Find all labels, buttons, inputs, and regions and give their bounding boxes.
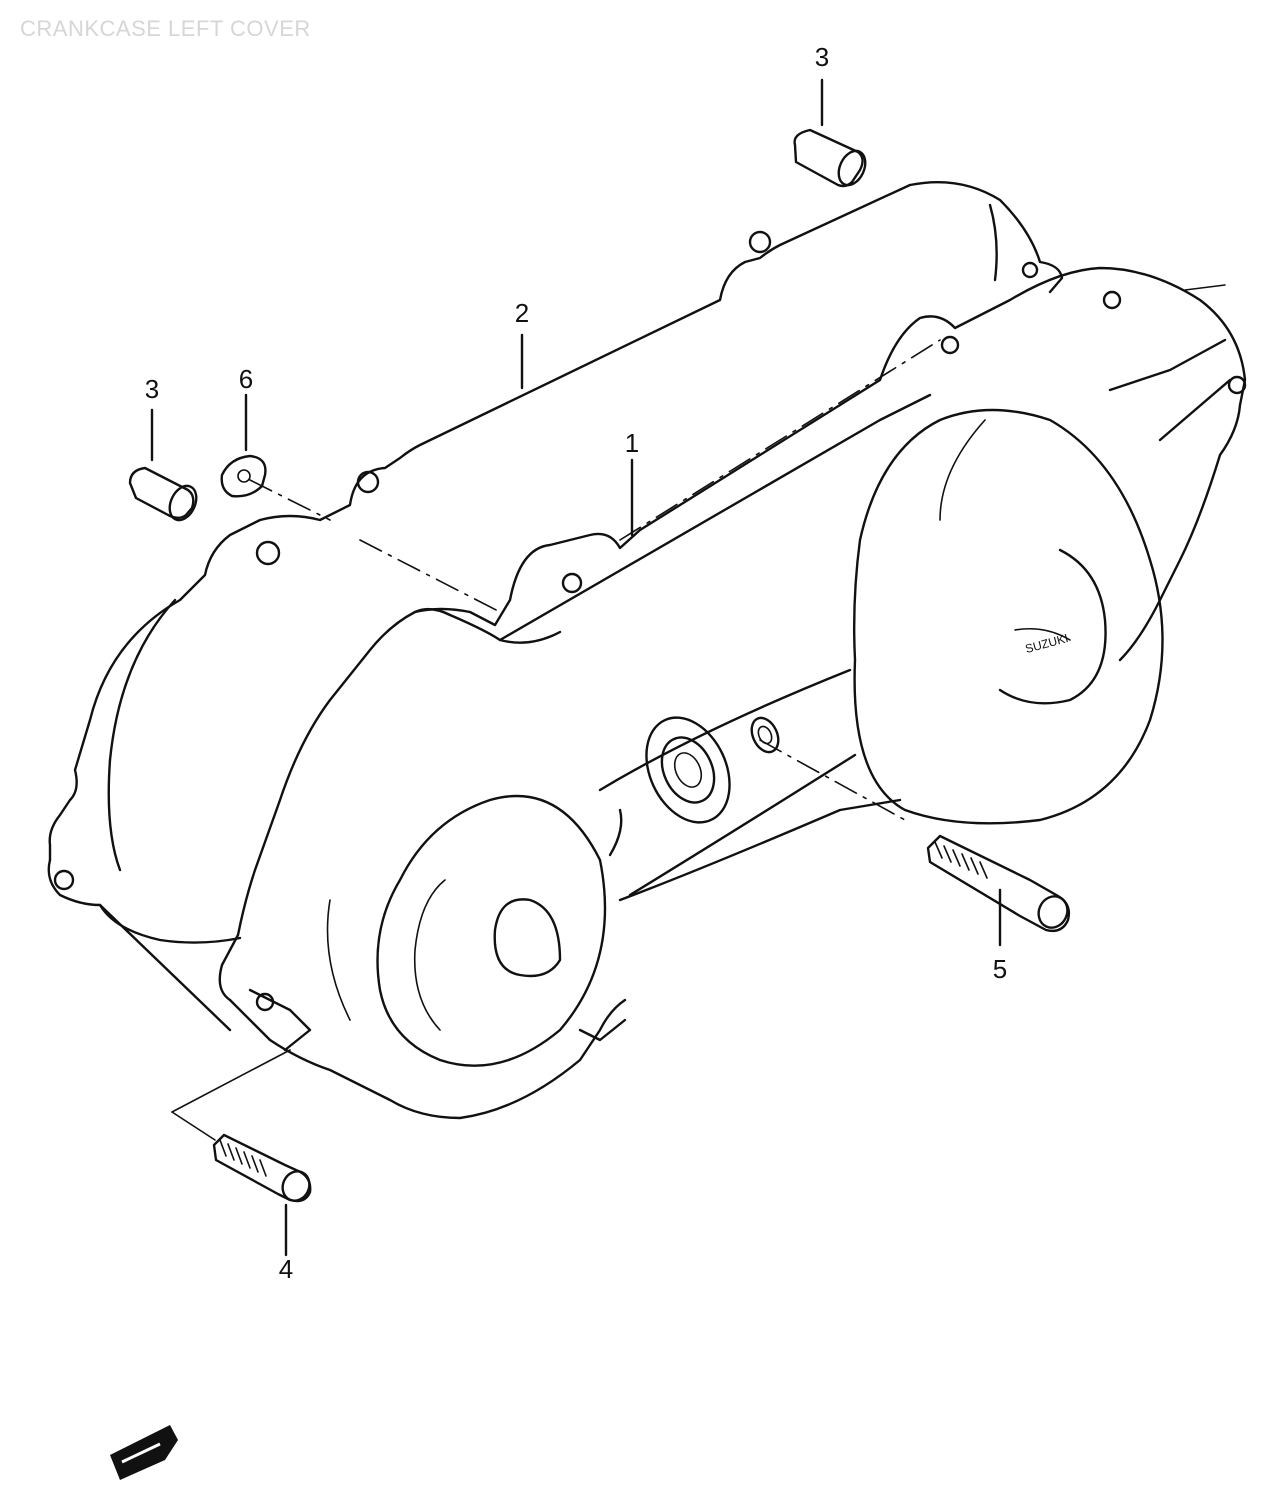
callout-3-top: 3 <box>815 42 829 72</box>
callout-2: 2 <box>515 298 529 328</box>
dowel-pin-icon <box>793 128 867 188</box>
gasket-icon <box>47 180 1064 1032</box>
callout-3-left: 3 <box>145 374 159 404</box>
direction-arrow-icon <box>110 1425 178 1480</box>
page-title: CRANKCASE LEFT COVER <box>20 16 311 41</box>
clamp-icon <box>220 454 267 498</box>
callout-5: 5 <box>993 954 1007 984</box>
callout-6: 6 <box>239 364 253 394</box>
callout-1: 1 <box>625 428 639 458</box>
bolt-icon <box>212 1133 312 1203</box>
dowel-pin-icon <box>128 466 198 522</box>
cover-icon: SUZUKI <box>218 266 1247 1120</box>
callout-4: 4 <box>279 1254 293 1284</box>
svg-text:SUZUKI: SUZUKI <box>1024 631 1070 656</box>
leader-lines <box>150 78 1226 1257</box>
bolt-icon <box>926 834 1071 933</box>
